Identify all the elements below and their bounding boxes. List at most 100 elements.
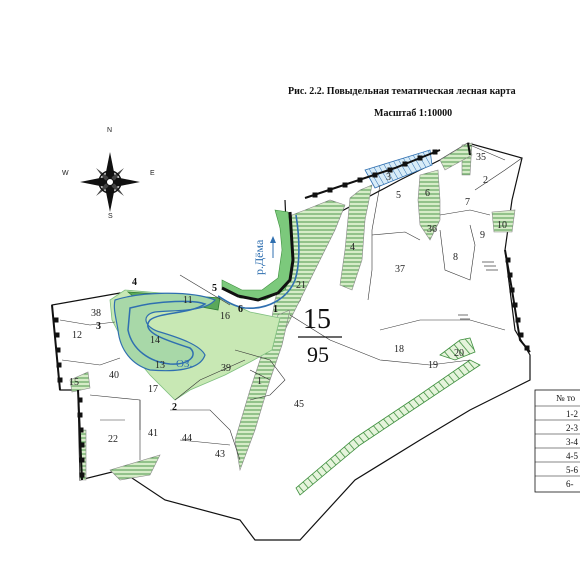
boundary-tick bbox=[55, 347, 61, 353]
boundary-tick bbox=[524, 345, 530, 351]
parcel-label: 18 bbox=[394, 344, 404, 355]
compass-south: S bbox=[108, 213, 113, 220]
boundary-ticks bbox=[53, 149, 530, 478]
strip-15 bbox=[69, 371, 91, 393]
parcel-label: 8 bbox=[453, 252, 458, 263]
boundary-tick bbox=[507, 272, 513, 278]
parcel-label: 36 bbox=[427, 224, 437, 235]
boundary-tick bbox=[77, 397, 83, 403]
boundary-point-label: 3 bbox=[96, 321, 101, 332]
strip-20 bbox=[439, 337, 476, 361]
map-title: Рис. 2.2. Повыдельная тематическая лесна… bbox=[288, 86, 516, 97]
river-flow-arrowhead bbox=[270, 236, 276, 243]
parcel-label: 38 bbox=[91, 308, 101, 319]
quarter-area-value: 95 bbox=[307, 342, 329, 367]
boundary-tick bbox=[312, 192, 318, 198]
boundary-tick bbox=[515, 317, 521, 323]
quarter-number-value: 15 bbox=[303, 304, 331, 335]
strip-6 bbox=[417, 169, 441, 241]
compass-west: W bbox=[62, 170, 69, 177]
parcel-label: 10 bbox=[497, 220, 507, 231]
river-boundary bbox=[221, 211, 295, 302]
boundary-tick bbox=[518, 332, 524, 338]
boundary-tick bbox=[56, 362, 62, 368]
legend-row: 3-4 bbox=[566, 437, 578, 447]
boundary-point-label: 5 bbox=[212, 283, 217, 294]
parcel-label: 3 bbox=[386, 172, 391, 183]
parcel-label: 43 bbox=[215, 449, 225, 460]
boundary-tick bbox=[53, 317, 59, 323]
parcel-label: 44 bbox=[182, 433, 192, 444]
lake-label: ОЗ. bbox=[176, 358, 192, 370]
strip-bottom bbox=[109, 454, 161, 481]
river-dema bbox=[217, 214, 300, 309]
compass-east: E bbox=[150, 170, 155, 177]
boundary-tick bbox=[387, 167, 393, 173]
parcel-label: 9 bbox=[480, 230, 485, 241]
parcel-label: 7 bbox=[465, 197, 470, 208]
boundary-tick bbox=[77, 412, 83, 418]
strip-diagonal-lower bbox=[295, 359, 481, 496]
legend-row: 5-6 bbox=[566, 465, 578, 475]
lake-inner bbox=[127, 300, 207, 365]
legend-row: 6- bbox=[566, 479, 574, 489]
boundary-tick bbox=[57, 377, 63, 383]
parcel-label: 21 bbox=[296, 280, 306, 291]
parcel-label: 15 bbox=[69, 377, 79, 388]
boundary-tick bbox=[78, 427, 84, 433]
marsh-symbols bbox=[458, 261, 498, 320]
parcel-label: 14 bbox=[150, 335, 160, 346]
boundary-tick bbox=[432, 149, 438, 155]
boundary-tick bbox=[79, 457, 85, 463]
parcel-label: 35 bbox=[476, 152, 486, 163]
boundary-tick bbox=[417, 155, 423, 161]
parcel-label: 5 bbox=[396, 190, 401, 201]
compass-rose bbox=[80, 152, 140, 212]
legend-row: 1-2 bbox=[566, 409, 578, 419]
boundary-point-label: 6 bbox=[238, 304, 243, 315]
parcel-label: 16 bbox=[220, 311, 230, 322]
parcel-label: 1 bbox=[257, 376, 262, 387]
parcel-label: 37 bbox=[395, 264, 405, 275]
parcel-label: 6 bbox=[425, 188, 430, 199]
strip-10 bbox=[491, 209, 516, 233]
parcel-label: 12 bbox=[72, 330, 82, 341]
boundary-tick bbox=[512, 302, 518, 308]
parcel-label: 4 bbox=[350, 242, 355, 253]
boundary-tick bbox=[79, 442, 85, 448]
boundary-tick bbox=[54, 332, 60, 338]
parcel-label: 11 bbox=[183, 295, 193, 306]
parcel-label: 17 bbox=[148, 384, 158, 395]
parcel-label: 22 bbox=[108, 434, 118, 445]
strip-4 bbox=[339, 184, 373, 291]
boundary-tick bbox=[505, 257, 511, 263]
boundary-point-label: 4 bbox=[132, 277, 137, 288]
parcel-label: 20 bbox=[454, 348, 464, 359]
parcel-label: 40 bbox=[109, 370, 119, 381]
strip-top-1 bbox=[439, 142, 473, 171]
river-label: р.Дёма bbox=[252, 239, 266, 275]
boundary-point-label: 1 bbox=[273, 304, 278, 315]
quarter-number: 15 95 bbox=[298, 304, 342, 367]
boundary-tick bbox=[327, 187, 333, 193]
boundary-point-label: 2 bbox=[172, 402, 177, 413]
map-scale: Масштаб 1:10000 bbox=[374, 108, 453, 119]
boundary-tick bbox=[79, 472, 85, 478]
boundary-tick bbox=[357, 177, 363, 183]
parcel-lines bbox=[59, 144, 523, 461]
parcel-label: 39 bbox=[221, 363, 231, 374]
legend-table: 1-22-33-44-55-66- № то bbox=[534, 389, 580, 493]
compass-north: N bbox=[107, 127, 113, 134]
parcel-label: 19 bbox=[428, 360, 438, 371]
strip-45 bbox=[234, 309, 291, 472]
parcel-label: 2 bbox=[483, 175, 488, 186]
boundary-tick bbox=[402, 161, 408, 167]
legend-row: 2-3 bbox=[566, 423, 578, 433]
legend-row: 4-5 bbox=[566, 451, 578, 461]
boundary-tick bbox=[342, 182, 348, 188]
parcel-label: 45 bbox=[294, 399, 304, 410]
parcel-label: 41 bbox=[148, 428, 158, 439]
parcel-label: 13 bbox=[155, 360, 165, 371]
